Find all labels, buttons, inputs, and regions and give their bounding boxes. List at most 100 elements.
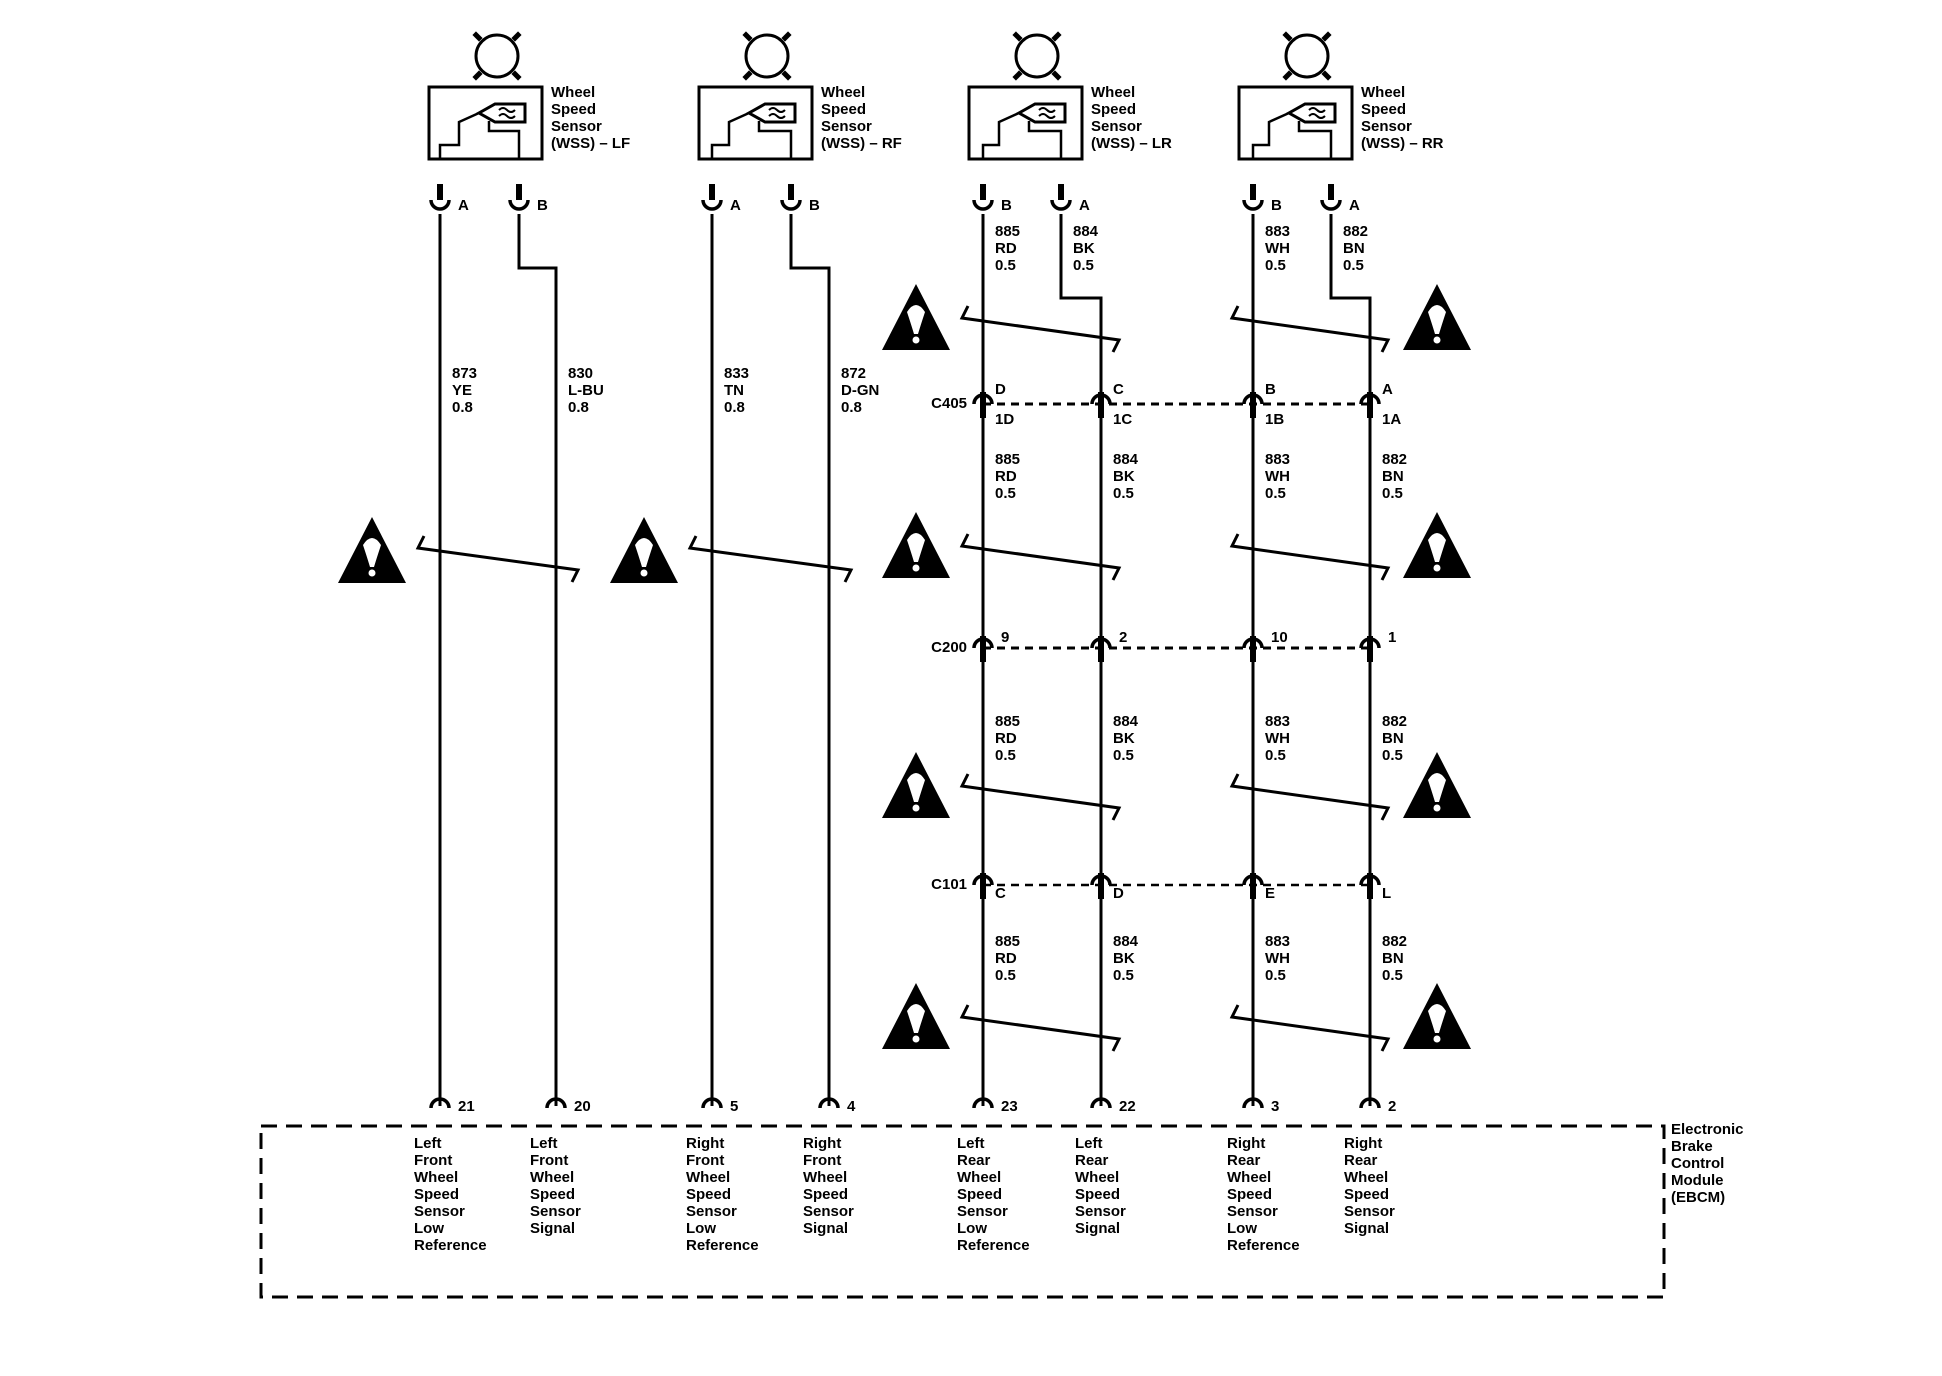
warning-icon-bulb xyxy=(1428,773,1446,802)
wire-gauge: 0.5 xyxy=(995,967,1016,984)
wire-gauge: 0.5 xyxy=(1113,967,1134,984)
sensor-lead-1 xyxy=(1251,111,1290,159)
sensor-pin-terminal xyxy=(701,199,723,211)
wire-872: B872D-GN0.84RightFrontWheelSpeedSensorSi… xyxy=(780,184,879,1237)
c405-pin-top: A xyxy=(1382,381,1393,398)
warning-icon xyxy=(1403,284,1471,350)
sensor-label-line: Speed xyxy=(1361,101,1406,118)
pin-function-line: Low xyxy=(1227,1220,1257,1237)
wire-color: L-BU xyxy=(568,382,604,399)
wheel-stud xyxy=(742,70,753,81)
wheel-stud xyxy=(472,31,483,42)
break-line-rr xyxy=(1229,305,1391,353)
wheel-stud xyxy=(1012,31,1023,42)
circuit-number: 830 xyxy=(568,365,593,382)
warning-icon xyxy=(882,512,950,578)
ebcm-pin-label: 5 xyxy=(730,1098,738,1115)
sensor-label-line: Wheel xyxy=(551,84,595,101)
wire-gauge: 0.5 xyxy=(1265,967,1286,984)
sensor-label-line: Wheel xyxy=(1091,84,1135,101)
circuit-number: 882 xyxy=(1382,933,1407,950)
pin-function-line: Rear xyxy=(1075,1152,1109,1169)
ebcm-pin-label: 23 xyxy=(1001,1098,1018,1115)
ebcm-pin-terminal xyxy=(1242,1097,1264,1109)
wire-color: BN xyxy=(1343,240,1365,257)
warning-icon xyxy=(882,284,950,350)
ebcm-pin-label: 20 xyxy=(574,1098,591,1115)
sensor-pin-terminal xyxy=(780,199,802,211)
warning-icon-bulb xyxy=(907,305,925,334)
warning-icon-dot xyxy=(912,564,920,572)
warning-icon-dot xyxy=(1433,564,1441,572)
sensor-label-line: Sensor xyxy=(1091,118,1142,135)
sensor-pin-label: B xyxy=(809,197,820,214)
wire-884: A884BK0.5884BK0.5884BK0.5884BK0.522LeftR… xyxy=(1050,184,1139,1237)
wire-color: WH xyxy=(1265,240,1290,257)
wheel-icon xyxy=(744,33,790,79)
c405-terminal xyxy=(1090,393,1112,405)
break-line-lr xyxy=(959,773,1122,821)
circuit-number: 884 xyxy=(1113,713,1139,730)
sensor-label-line: Sensor xyxy=(551,118,602,135)
ebcm-outline xyxy=(259,1124,1666,1299)
sensor-label-line: (WSS) – RF xyxy=(821,135,902,152)
circuit-number: 883 xyxy=(1265,451,1290,468)
sensor-lead-2 xyxy=(1297,121,1333,159)
c200-terminal xyxy=(1359,637,1381,649)
pin-function-line: Speed xyxy=(1227,1186,1272,1203)
c101-name: C101 xyxy=(931,876,967,893)
pin-function-line: Left xyxy=(957,1135,985,1152)
sensor-label-line: Speed xyxy=(1091,101,1136,118)
wire-gauge: 0.5 xyxy=(995,257,1016,274)
sensor-lead-2 xyxy=(487,121,521,159)
pin-function-line: Signal xyxy=(1344,1220,1389,1237)
warning-icon-bulb xyxy=(635,538,653,567)
pin-function-line: Speed xyxy=(1344,1186,1389,1203)
sensor-label-line: Wheel xyxy=(821,84,865,101)
pin-function-line: Wheel xyxy=(530,1169,574,1186)
pin-function-line: Right xyxy=(1344,1135,1382,1152)
ebcm-label-line: (EBCM) xyxy=(1671,1189,1725,1206)
sensor-pin-terminal xyxy=(429,199,451,211)
wire-color: BN xyxy=(1382,950,1404,967)
ebcm-label-line: Control xyxy=(1671,1155,1724,1172)
circuit-number: 882 xyxy=(1343,223,1368,240)
break-line-rf xyxy=(687,535,854,583)
c405-pin-top: B xyxy=(1265,381,1276,398)
pin-function-line: Sensor xyxy=(1075,1203,1126,1220)
ebcm-pin-terminal xyxy=(818,1097,840,1109)
wire-path xyxy=(517,214,558,1106)
pin-function-line: Sensor xyxy=(957,1203,1008,1220)
pin-function-line: Sensor xyxy=(1344,1203,1395,1220)
ebcm-pin-terminal xyxy=(1090,1097,1112,1109)
warning-icon-dot xyxy=(912,804,920,812)
circuit-number: 833 xyxy=(724,365,749,382)
c200-pin: 9 xyxy=(1001,629,1009,646)
c101-pin: L xyxy=(1382,885,1391,902)
pin-function-line: Right xyxy=(686,1135,724,1152)
c101-terminal xyxy=(972,874,994,886)
wire-color: RD xyxy=(995,950,1017,967)
c405-pin-bottom: 1D xyxy=(995,411,1014,428)
pin-function-line: Front xyxy=(530,1152,568,1169)
pin-function-line: Sensor xyxy=(686,1203,737,1220)
sensor-pin-terminal xyxy=(972,199,994,211)
wire-833: A833TN0.85RightFrontWheelSpeedSensorLowR… xyxy=(686,184,759,1254)
warning-icon-bulb xyxy=(1428,533,1446,562)
pin-function-line: Sensor xyxy=(1227,1203,1278,1220)
c405-pin-bottom: 1B xyxy=(1265,411,1284,428)
pin-function-line: Reference xyxy=(1227,1237,1300,1254)
pin-function-line: Wheel xyxy=(1075,1169,1119,1186)
warning-icon-bulb xyxy=(907,533,925,562)
sensor-lead-1 xyxy=(438,111,480,159)
sensor-label-line: Wheel xyxy=(1361,84,1405,101)
c405-pin-bottom: 1A xyxy=(1382,411,1401,428)
circuit-number: 883 xyxy=(1265,933,1290,950)
